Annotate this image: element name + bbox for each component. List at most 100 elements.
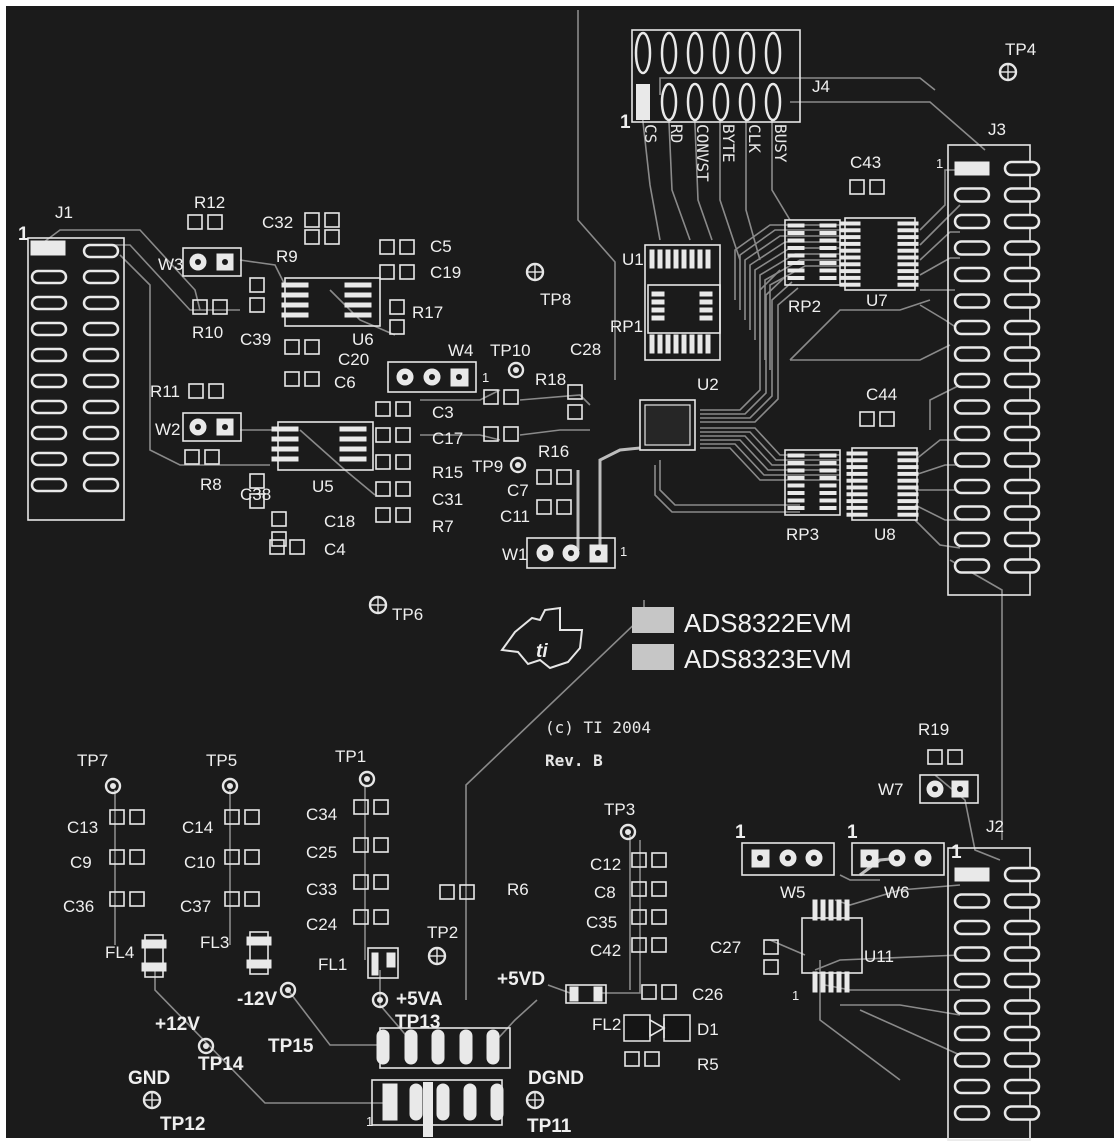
connector-pin — [953, 505, 991, 521]
component-r12: R12 — [187, 193, 225, 230]
connector-pin — [82, 269, 120, 285]
c8-label: C8 — [594, 883, 616, 902]
connector-pin — [1003, 213, 1041, 230]
testpoint-tp10[interactable]: TP10 — [490, 341, 531, 379]
component-c38: C38 — [240, 473, 271, 509]
component-c25: C25 — [306, 837, 389, 862]
w5-label: W5 — [780, 883, 806, 902]
component-r10: R10 — [192, 299, 228, 342]
label-tp9: TP9 — [472, 457, 503, 476]
label-tp15: TP15 — [268, 1036, 314, 1057]
component-c9: C9 — [70, 849, 145, 872]
testpoint-tp11[interactable]: TP11 — [525, 1090, 572, 1137]
ic-u7: U7 — [839, 217, 919, 310]
r11-label: R11 — [150, 382, 180, 401]
ic-pin — [787, 246, 805, 250]
testpoint-tp7[interactable]: TP7 — [77, 751, 122, 795]
connector-pin — [953, 558, 991, 574]
jumper-w1[interactable]: W1 1 — [502, 537, 627, 569]
connector-pin — [953, 1025, 991, 1042]
testpoint-tp5[interactable]: TP5 — [206, 751, 239, 795]
testpoint-tp15[interactable]: TP15 — [268, 981, 314, 1057]
connector-pin — [82, 373, 120, 389]
w7-label: W7 — [878, 780, 904, 799]
ic-pin — [897, 241, 919, 246]
testpoint-tp2[interactable]: TP2 — [427, 923, 458, 966]
fl3-label: FL3 — [200, 933, 229, 952]
label-tp6: TP6 — [392, 605, 423, 624]
ic-pin — [897, 275, 919, 280]
testpoint-tp4[interactable]: TP4 — [998, 40, 1036, 82]
connector-pin — [1003, 531, 1041, 548]
ic-pin — [839, 262, 861, 267]
label-plus12v: +12V — [155, 1014, 200, 1035]
r6-label: R6 — [507, 880, 529, 899]
component-c44: C44 — [859, 385, 897, 427]
w3-label: W3 — [158, 255, 184, 274]
connector-pin — [1003, 266, 1041, 283]
connector-pin — [953, 1105, 991, 1121]
ic-pin — [819, 246, 837, 250]
ic-pin — [787, 238, 805, 243]
w4-label: W4 — [448, 341, 474, 360]
jumper-w3[interactable]: W3 — [158, 247, 242, 277]
label-tp11: TP11 — [527, 1116, 572, 1137]
ic-pin — [897, 492, 919, 497]
component-r16: R16 — [483, 426, 569, 461]
j4-label: J4 — [812, 77, 830, 96]
connector-j3: J3 1 — [936, 120, 1041, 596]
component-c7: C7 — [507, 469, 572, 500]
c18-label: C18 — [324, 512, 355, 531]
jumper-w2[interactable]: W2 — [155, 412, 242, 442]
ti-logo-mark: ti — [536, 641, 548, 662]
r8-label: R8 — [200, 475, 222, 494]
ic-u11: U11 1 — [792, 899, 894, 1003]
w6-pin1-label: 1 — [847, 822, 858, 843]
connector-pin — [1003, 187, 1041, 203]
testpoint-tp3[interactable]: TP3 — [604, 800, 637, 841]
ic-pin — [897, 255, 919, 260]
label-gnd: GND — [128, 1068, 170, 1089]
label-tp5: TP5 — [206, 751, 237, 770]
c7-label: C7 — [507, 481, 529, 500]
connector-pin — [953, 531, 991, 548]
label-tp8: TP8 — [540, 290, 571, 309]
c11-label: C11 — [500, 507, 530, 526]
ic-pin — [846, 512, 868, 517]
component-c8: C8 — [594, 881, 667, 902]
connector-pin — [82, 321, 120, 337]
title-marker-1 — [632, 607, 674, 633]
diode-d1: D1 — [623, 1014, 719, 1042]
testpoint-tp9[interactable]: TP9 — [472, 456, 527, 476]
j4-sig-byte: BYTE — [719, 124, 738, 163]
r5-label: R5 — [697, 1055, 719, 1074]
jumper-w4[interactable]: W4 1 — [387, 341, 489, 393]
label-plus5vd: +5VD — [497, 969, 545, 990]
ic-pin — [819, 506, 837, 510]
testpoint-tp12[interactable]: TP12 — [142, 1090, 205, 1135]
label-tp7: TP7 — [77, 751, 108, 770]
jumper-w6[interactable]: W6 1 — [847, 822, 945, 902]
jumper-w7[interactable]: W7 — [878, 774, 979, 804]
c5-label: C5 — [430, 237, 452, 256]
r16-label: R16 — [538, 442, 569, 461]
board-substrate — [6, 6, 1114, 1138]
ic-pin — [846, 499, 868, 504]
testpoint-tp14[interactable]: TP14 — [197, 1037, 244, 1075]
c39-label: C39 — [240, 330, 271, 349]
connector-pin — [1003, 293, 1041, 309]
connector-pin — [1003, 399, 1041, 415]
jumper-w5[interactable]: W5 1 — [735, 822, 835, 902]
ic-pin — [846, 492, 868, 497]
component-c18: C18 — [271, 511, 355, 547]
testpoint-tp6[interactable]: TP6 — [368, 595, 423, 624]
u5-label: U5 — [312, 477, 334, 496]
connector-pin — [1003, 505, 1041, 521]
testpoint-tp1[interactable]: TP1 — [335, 747, 376, 788]
component-r5: R5 — [624, 1051, 719, 1074]
connector-pin — [1003, 866, 1041, 883]
connector-j4: J4 1 CS RD CONVST BYTE CLK BUSY — [620, 29, 830, 182]
testpoint-tp8[interactable]: TP8 — [525, 262, 571, 309]
connector-pin — [953, 972, 991, 989]
